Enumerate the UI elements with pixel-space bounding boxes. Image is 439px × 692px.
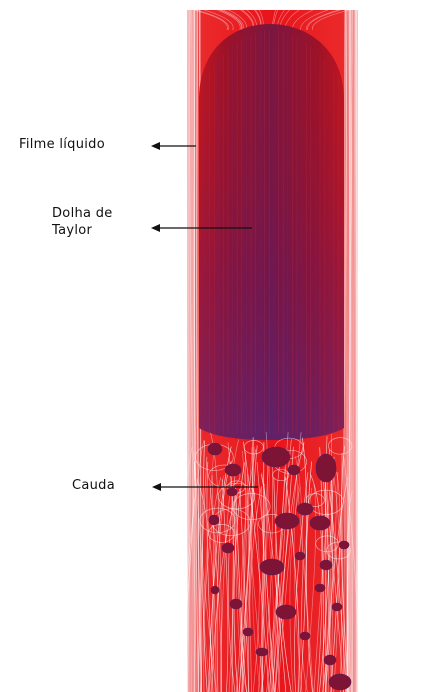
dispersed-bubble: [243, 628, 253, 636]
dispersed-bubble: [222, 543, 234, 553]
dispersed-bubble: [295, 552, 305, 560]
dispersed-bubble: [324, 655, 336, 665]
dispersed-bubble: [329, 674, 351, 690]
dispersed-bubble: [225, 464, 241, 476]
dispersed-bubble: [315, 584, 325, 592]
dispersed-bubble: [230, 599, 242, 609]
dispersed-bubble: [320, 560, 332, 570]
dispersed-bubble: [288, 465, 300, 475]
bubble-label-line2: Taylor: [52, 222, 113, 239]
bubble-label: Dolha de Taylor: [52, 205, 113, 239]
wake-label: Cauda: [72, 477, 115, 494]
dispersed-bubble: [276, 605, 296, 619]
dispersed-bubble: [256, 648, 268, 656]
bubble-label-line1: Dolha de: [52, 205, 113, 222]
dispersed-bubble: [227, 488, 237, 496]
dispersed-bubble: [297, 503, 313, 515]
dispersed-bubble: [275, 513, 299, 529]
dispersed-bubble: [316, 454, 336, 482]
dispersed-bubble: [339, 541, 349, 549]
dispersed-bubble: [209, 515, 219, 525]
film-label: Filme líquido: [19, 136, 105, 153]
dispersed-bubble: [332, 603, 342, 611]
dispersed-bubble: [260, 559, 284, 575]
dispersed-bubble: [310, 516, 330, 530]
taylor-bubble: [199, 24, 344, 440]
dispersed-bubble: [262, 447, 290, 467]
dispersed-bubble: [208, 443, 222, 455]
dispersed-bubble: [300, 632, 310, 640]
dispersed-bubble: [211, 586, 219, 594]
